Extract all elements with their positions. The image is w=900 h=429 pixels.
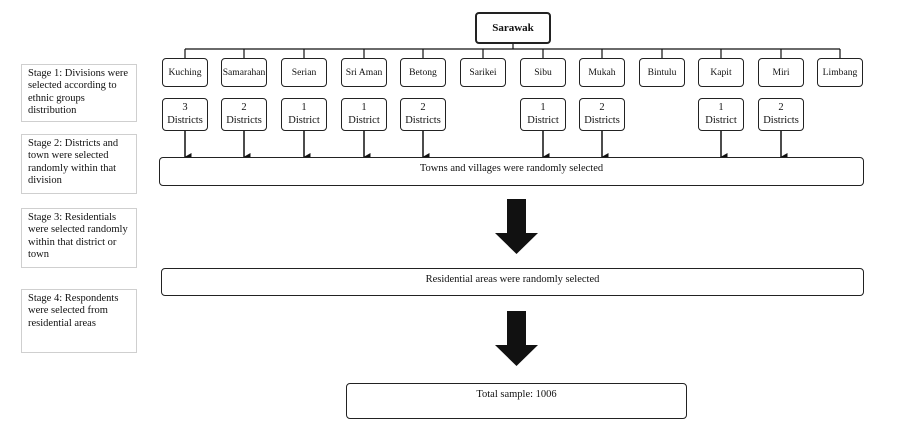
- stage-1-note: Stage 1: Divisions were selected accordi…: [21, 64, 137, 122]
- district-word: Districts: [763, 114, 799, 126]
- stage-2-note: Stage 2: Districts and town were selecte…: [21, 134, 137, 194]
- division-kuching: Kuching: [162, 58, 208, 87]
- division-sri-aman: Sri Aman: [341, 58, 387, 87]
- division-kapit: Kapit: [698, 58, 744, 87]
- big-down-arrow-2: [495, 311, 538, 366]
- division-serian: Serian: [281, 58, 327, 87]
- district-count: 2: [778, 102, 784, 113]
- district-count: 2: [599, 102, 605, 113]
- total-sample-box: Total sample: 1006: [346, 383, 687, 419]
- district-word: District: [705, 114, 737, 126]
- division-mukah: Mukah: [579, 58, 625, 87]
- stage-4-note: Stage 4: Respondents were selected from …: [21, 289, 137, 353]
- residential-areas-box: Residential areas were randomly selected: [161, 268, 864, 296]
- district-count: 2: [241, 102, 247, 113]
- district-word: District: [288, 114, 320, 126]
- district-word: Districts: [167, 114, 203, 126]
- district-word: District: [527, 114, 559, 126]
- stage-3-note: Stage 3: Residentials were selected rand…: [21, 208, 137, 268]
- division-sarikei: Sarikei: [460, 58, 506, 87]
- towns-villages-box: Towns and villages were randomly selecte…: [159, 157, 864, 186]
- district-word: Districts: [584, 114, 620, 126]
- district-word: District: [348, 114, 380, 126]
- district-count: 1: [361, 102, 367, 113]
- division-sibu: Sibu: [520, 58, 566, 87]
- division-samarahan: Samarahan: [221, 58, 267, 87]
- big-down-arrow-1: [495, 199, 538, 254]
- district-count: 3: [182, 102, 188, 113]
- district-count: 1: [718, 102, 724, 113]
- sarawak-root-box: Sarawak: [475, 12, 551, 44]
- district-word: Districts: [226, 114, 262, 126]
- division-limbang: Limbang: [817, 58, 863, 87]
- district-count: 1: [301, 102, 307, 113]
- district-word: Districts: [405, 114, 441, 126]
- district-count: 1: [540, 102, 546, 113]
- division-bintulu: Bintulu: [639, 58, 685, 87]
- division-miri: Miri: [758, 58, 804, 87]
- division-betong: Betong: [400, 58, 446, 87]
- district-count: 2: [420, 102, 426, 113]
